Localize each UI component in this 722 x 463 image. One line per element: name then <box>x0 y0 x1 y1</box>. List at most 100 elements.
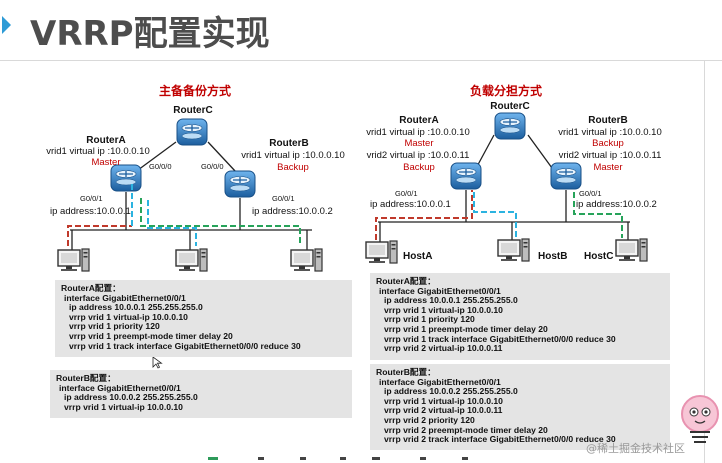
right-routera-config-header: RouterA配置： <box>376 276 436 286</box>
config-line: vrrp vrid 1 virtual-ip 10.0.0.10 <box>64 401 183 412</box>
right-routera-config: RouterA配置： interface GigabitEthernet0/0/… <box>370 273 670 360</box>
right-routerc-label: RouterC <box>490 101 529 112</box>
left-routerb-router-icon <box>224 170 256 198</box>
right-routerb-label: RouterB <box>588 115 627 126</box>
right-routera-label: RouterA <box>399 115 438 126</box>
right-routera-vrid1: vrid1 virtual ip :10.0.0.10 <box>366 127 470 138</box>
config-line: interface GigabitEthernet0/0/1 <box>59 382 181 393</box>
right-routera-vrid2: vrid2 virtual ip :10.0.0.11 <box>367 150 470 161</box>
toolbar-mark <box>462 457 468 460</box>
config-line: vrrp vrid 1 virtual-ip 10.0.0.10 <box>69 311 188 322</box>
right-path-cyan <box>473 192 517 238</box>
left-port-a-down: G0/0/1 <box>80 194 103 203</box>
config-line: vrrp vrid 1 track interface GigabitEther… <box>384 333 616 344</box>
toolbar-mark <box>340 457 346 460</box>
left-ip-a: ip address:10.0.0.1 <box>50 206 131 217</box>
left-link-c-a <box>137 141 177 171</box>
left-path-cyan <box>131 184 197 246</box>
config-line: interface GigabitEthernet0/0/1 <box>64 292 186 303</box>
toolbar-mark <box>420 457 426 460</box>
right-path-red <box>375 190 473 240</box>
right-hosta-label: HostA <box>403 251 432 262</box>
right-routerb-router-icon <box>550 162 582 190</box>
right-hostc-host-pc-icon <box>615 238 648 262</box>
left-path-red <box>67 225 132 246</box>
mascot-icon[interactable] <box>676 392 720 448</box>
right-routerc-router-icon <box>494 112 526 140</box>
left-host-2-host-pc-icon <box>175 248 208 272</box>
right-border <box>704 60 705 463</box>
right-routerb-config: RouterB配置： interface GigabitEthernet0/0/… <box>370 364 670 450</box>
left-port-b-up: G0/0/0 <box>201 162 224 171</box>
right-hostc-label: HostC <box>584 251 613 262</box>
bottom-toolbar <box>200 455 500 463</box>
left-routerb-role: Backup <box>277 162 309 173</box>
config-line: vrrp vrid 1 virtual-ip 10.0.0.10 <box>384 395 503 406</box>
left-port-b-down: G0/0/1 <box>272 194 295 203</box>
right-routerb-vrid1: vrid1 virtual ip :10.0.0.10 <box>558 127 662 138</box>
config-line: vrrp vrid 1 virtual-ip 10.0.0.10 <box>384 304 503 315</box>
config-line: vrrp vrid 1 priority 120 <box>384 314 475 325</box>
left-routera-config: RouterA配置： interface GigabitEthernet0/0/… <box>55 280 352 357</box>
right-routera-vrid2-role: Backup <box>403 162 435 173</box>
left-link-c-b <box>207 141 237 173</box>
right-hosta-host-pc-icon <box>365 240 398 264</box>
toolbar-mark <box>372 457 380 460</box>
left-port-a-up: G0/0/0 <box>149 162 172 171</box>
config-line: vrrp vrid 2 track interface GigabitEther… <box>384 434 616 445</box>
left-path-green <box>140 198 301 246</box>
right-routerb-vrid2: vrid2 virtual ip :10.0.0.11 <box>559 150 662 161</box>
left-host-3-host-pc-icon <box>290 248 323 272</box>
right-ip-b: ip address:10.0.0.2 <box>576 199 657 210</box>
config-line: vrrp vrid 2 preempt-mode timer delay 20 <box>384 424 548 435</box>
title-divider <box>0 60 722 61</box>
left-ip-b: ip address:10.0.0.2 <box>252 206 333 217</box>
right-ip-a: ip address:10.0.0.1 <box>370 199 451 210</box>
right-hostb-host-pc-icon <box>497 238 530 262</box>
left-routerb-config-header: RouterB配置： <box>56 373 116 383</box>
watermark: @稀土掘金技术社区 <box>586 442 685 455</box>
page-title: VRRP配置实现 <box>30 14 270 54</box>
title-chevron-icon <box>2 16 11 34</box>
left-routerb-label: RouterB <box>269 138 308 149</box>
left-routerb-vrid: vrid1 virtual ip :10.0.0.10 <box>241 150 345 161</box>
config-line: interface GigabitEthernet0/0/1 <box>379 285 501 296</box>
right-path-green <box>573 192 623 238</box>
right-heading: 负载分担方式 <box>470 83 542 98</box>
config-line: vrrp vrid 1 priority 120 <box>69 321 160 332</box>
right-routerb-vrid1-role: Backup <box>592 138 624 149</box>
config-line: ip address 10.0.0.2 255.255.255.0 <box>384 386 518 397</box>
right-routerb-config-header: RouterB配置： <box>376 367 436 377</box>
left-routera-role: Master <box>91 157 120 168</box>
right-port-a-down: G0/0/1 <box>395 189 418 198</box>
config-line: vrrp vrid 1 track interface GigabitEther… <box>69 340 301 351</box>
right-routera-router-icon <box>450 162 482 190</box>
right-hostb-label: HostB <box>538 251 567 262</box>
left-heading: 主备备份方式 <box>159 83 231 98</box>
config-line: vrrp vrid 1 preempt-mode timer delay 20 <box>69 330 233 341</box>
left-routera-vrid: vrid1 virtual ip :10.0.0.10 <box>46 146 150 157</box>
left-routera-label: RouterA <box>86 135 125 146</box>
config-line: vrrp vrid 2 virtual-ip 10.0.0.11 <box>384 405 503 416</box>
left-routerc-router-icon <box>176 118 208 146</box>
toolbar-mark <box>258 457 264 460</box>
right-link-c-b <box>527 134 553 169</box>
config-line: ip address 10.0.0.1 255.255.255.0 <box>384 295 518 306</box>
left-routera-config-header: RouterA配置： <box>61 283 121 293</box>
left-host-1-host-pc-icon <box>57 248 90 272</box>
config-line: vrrp vrid 2 virtual-ip 10.0.0.11 <box>384 343 503 354</box>
config-line: ip address 10.0.0.1 255.255.255.0 <box>69 302 203 313</box>
left-routerc-label: RouterC <box>173 105 212 116</box>
config-line: vrrp vrid 1 preempt-mode timer delay 20 <box>384 323 548 334</box>
toolbar-mark <box>208 457 218 460</box>
right-routera-vrid1-role: Master <box>404 138 433 149</box>
toolbar-mark <box>300 457 306 460</box>
right-routerb-vrid2-role: Master <box>593 162 622 173</box>
config-line: interface GigabitEthernet0/0/1 <box>379 376 501 387</box>
config-line: vrrp vrid 2 priority 120 <box>384 414 475 425</box>
left-routera-router-icon <box>110 164 142 192</box>
cursor-icon <box>152 356 163 369</box>
right-port-b-down: G0/0/1 <box>579 189 602 198</box>
left-routerb-config: RouterB配置： interface GigabitEthernet0/0/… <box>50 370 352 418</box>
